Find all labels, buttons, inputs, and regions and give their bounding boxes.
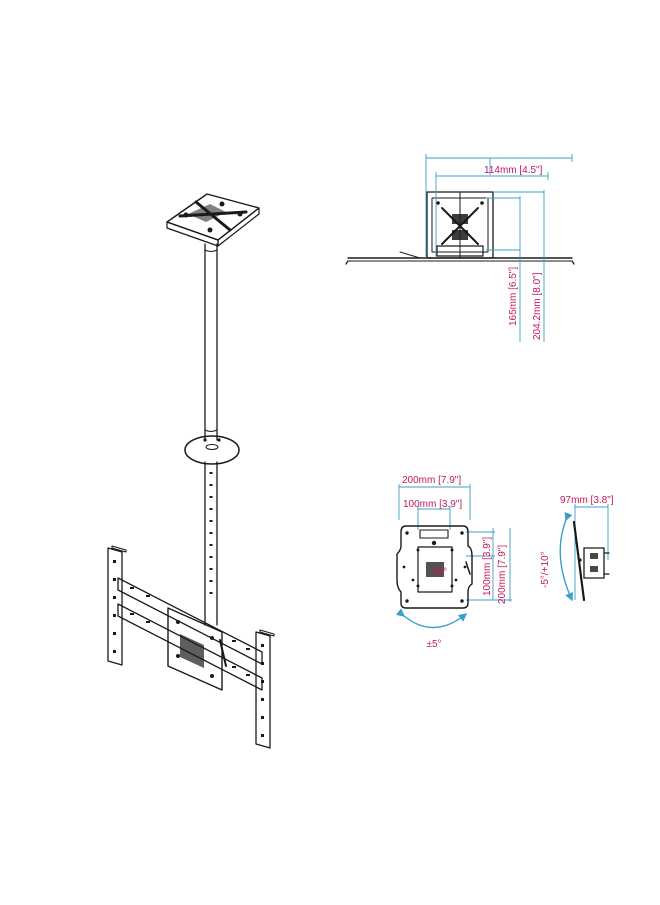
height-label-204: 204.2mm [8.0"] [532, 272, 543, 340]
width-label: 114mm [4.5"] [484, 165, 543, 176]
vesa-plate [396, 525, 473, 609]
rotation-label: ±5° [426, 639, 441, 650]
vesa-plate-side-view: 97mm [3.8"] -5°/+10° [540, 495, 614, 602]
height-outer-label: 200mm [7.9"] [497, 545, 508, 604]
lower-pole [204, 461, 218, 626]
depth-label: 97mm [3.8"] [560, 495, 614, 506]
depth-dimension [574, 504, 609, 600]
side-view-top: 114mm [4.5"] 165mm [6.5"] 204.2mm [8.0"] [345, 154, 575, 342]
side-bracket [572, 520, 610, 602]
width-inner-label: 100mm [3.9"] [403, 499, 462, 510]
vesa-plate-front-view: 200mm [7.9"] 100mm [3.9"] 100mm [3.9"] 2… [395, 475, 512, 650]
ceiling-mount-illustration [107, 193, 275, 749]
height-label-165: 165mm [6.5"] [508, 267, 519, 326]
width-outer-label: 200mm [7.9"] [402, 475, 461, 486]
tilt-label: -5°/+10° [540, 551, 551, 588]
cover-disc [184, 435, 240, 465]
tilt-arrow-icon [559, 511, 573, 602]
rotation-arrow-icon [395, 608, 468, 629]
height-inner-label: 100mm [3.9"] [482, 537, 493, 596]
tv-bracket [107, 545, 275, 749]
ceiling-plate [166, 193, 260, 247]
upper-pole [204, 243, 218, 441]
dimension-lines-top [425, 154, 573, 342]
dimension-lines-vesa [398, 484, 512, 602]
rotation-center-label: 90° [432, 567, 447, 578]
bracket-profile [426, 191, 494, 259]
